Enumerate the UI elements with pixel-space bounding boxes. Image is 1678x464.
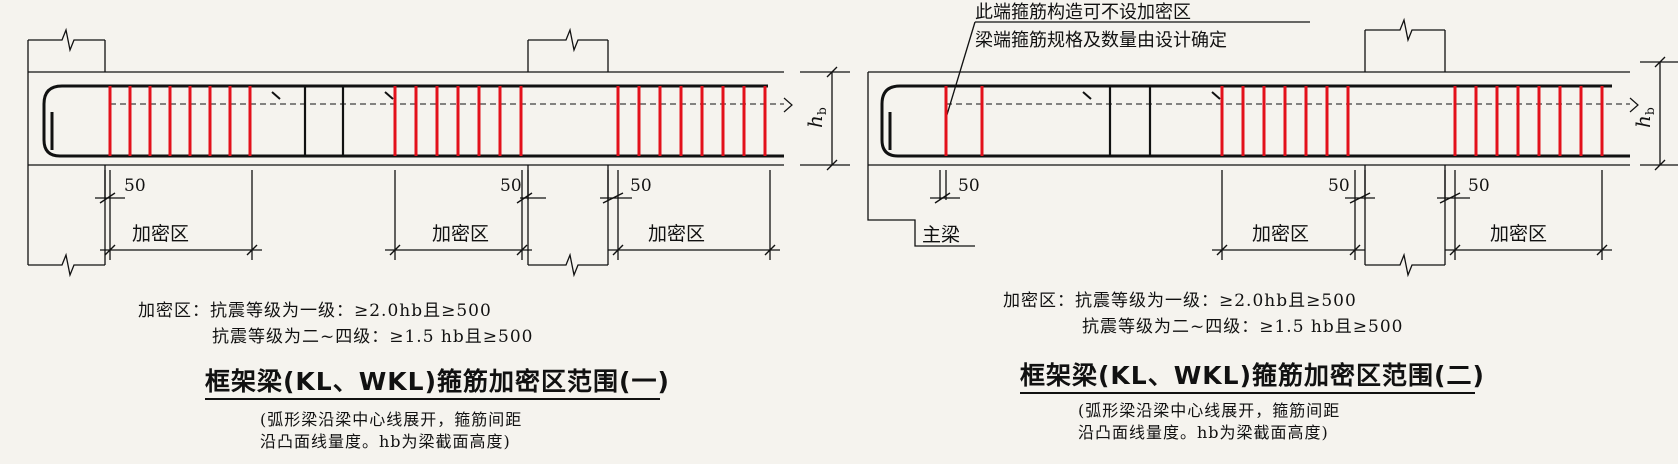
d1-title: 框架梁(KL、WKL)箍筋加密区范围(一): [205, 367, 670, 396]
d1-dim-50-b: 50: [500, 176, 522, 196]
d2-dim-50-b: 50: [1328, 176, 1350, 196]
svg-text:h: h: [803, 115, 827, 128]
diagram-two: [867, 17, 1678, 278]
d2-dim-50-a: 50: [958, 176, 980, 196]
d2-requirement-line1: 加密区：抗震等级为一级：≥2.0hb且≥500: [1003, 291, 1357, 311]
d1-note-line1: (弧形梁沿梁中心线展开，箍筋间距: [260, 410, 523, 429]
d1-dim-50-a: 50: [124, 176, 146, 196]
d1-requirement-line1: 加密区：抗震等级为一级：≥2.0hb且≥500: [138, 301, 492, 321]
d2-main-beam-label: 主梁: [922, 224, 960, 246]
d2-callout-line2: 梁端箍筋规格及数量由设计确定: [975, 30, 1227, 51]
diagram-two-stirrups: [944, 86, 1604, 156]
d2-title: 框架梁(KL、WKL)箍筋加密区范围(二): [1020, 361, 1485, 390]
svg-text:b: b: [1643, 107, 1657, 115]
d1-title-underline: [205, 398, 660, 400]
column-mid-1: [527, 27, 609, 278]
d2-note-line1: (弧形梁沿梁中心线展开，箍筋间距: [1078, 401, 1341, 420]
svg-text:h: h: [1631, 115, 1655, 128]
d1-zone-label-b: 加密区: [432, 223, 489, 245]
d1-note-line2: 沿凸面线量度。hb为梁截面高度): [260, 432, 511, 451]
d2-callout-line1: 此端箍筋构造可不设加密区: [975, 2, 1191, 23]
d2-title-underline: [1020, 392, 1475, 394]
d2-zone-label-a: 加密区: [1252, 223, 1309, 245]
d1-dim-50-c: 50: [630, 176, 652, 196]
diagram-one: [27, 27, 850, 278]
d2-dim-50-c: 50: [1468, 176, 1490, 196]
column-mid-2: [1364, 17, 1446, 278]
d1-requirement-line2: 抗震等级为二~四级：≥1.5 hb且≥500: [212, 327, 534, 347]
d1-hb-label: h b: [803, 107, 829, 128]
d2-note-line2: 沿凸面线量度。hb为梁截面高度): [1078, 423, 1329, 442]
d1-zone-label-a: 加密区: [132, 223, 189, 245]
column-left-1: [27, 27, 106, 278]
d2-zone-label-b: 加密区: [1490, 223, 1547, 245]
diagram-one-stirrups: [108, 86, 767, 156]
d2-requirement-line2: 抗震等级为二~四级：≥1.5 hb且≥500: [1082, 317, 1404, 337]
d1-zone-label-c: 加密区: [648, 223, 705, 245]
svg-text:b: b: [815, 107, 829, 115]
d2-hb-label: h b: [1631, 107, 1657, 128]
